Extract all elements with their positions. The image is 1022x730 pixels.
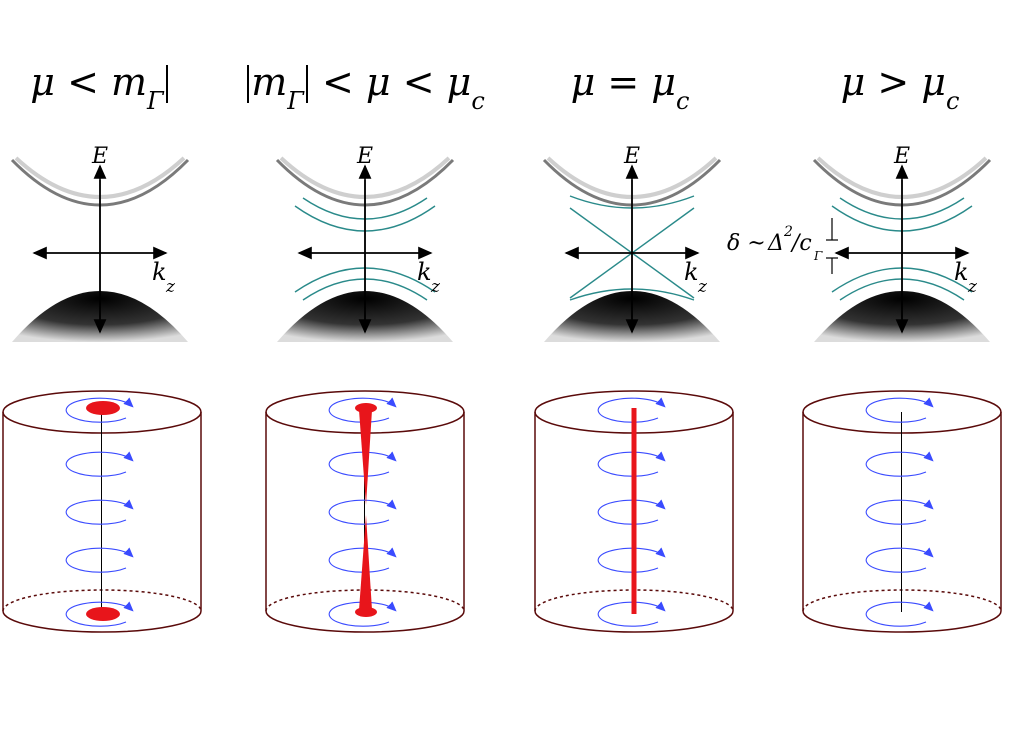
circulation-loop <box>597 601 666 627</box>
energy-axis-label: E <box>356 144 373 169</box>
band-diagram-p3: Ekz <box>542 144 722 342</box>
title-m-sub: Γ <box>147 87 164 115</box>
title-relation-2: < μ < <box>309 60 447 104</box>
title-mu: μ <box>651 60 676 104</box>
circulation-arc <box>328 451 397 477</box>
circulation-arc <box>597 499 666 525</box>
circulation-loop <box>328 451 397 477</box>
circulation-arc <box>865 547 934 573</box>
vortex-cylinder-p4 <box>802 390 1002 633</box>
vortex-cylinder-p1 <box>2 390 202 633</box>
title-mu-sub: c <box>471 87 485 115</box>
vortex-core-bottom <box>86 607 120 621</box>
gap-delta: δ ~ <box>727 231 766 256</box>
circulation-loop <box>328 499 397 525</box>
title-m-sub: Γ <box>287 87 304 115</box>
circulation-loop <box>597 547 666 573</box>
gap-sub: Γ <box>813 249 823 263</box>
vortex-cylinder-p2 <box>265 390 465 633</box>
vortex-cylinder-p3 <box>534 390 734 633</box>
circulation-arc <box>65 397 134 423</box>
circulation-arc <box>65 499 134 525</box>
energy-axis-label: E <box>91 144 108 169</box>
circulation-loop <box>65 499 134 525</box>
momentum-axis-sub: z <box>430 277 441 297</box>
circulation-loop <box>597 397 666 423</box>
circulation-arc <box>597 547 666 573</box>
vortex-core-lower-cone <box>359 515 372 610</box>
energy-axis-label: E <box>623 144 640 169</box>
abs-bar <box>305 65 308 103</box>
circulation-loop <box>65 397 134 423</box>
circulation-arc <box>865 451 934 477</box>
title-relation: μ > <box>840 60 922 104</box>
title-mu-sub: c <box>675 87 690 115</box>
circulation-arc <box>328 499 397 525</box>
circulation-loop <box>597 499 666 525</box>
circulation-arc <box>597 397 666 423</box>
circulation-arc <box>865 601 934 627</box>
panel-title-p1: μ < mΓ <box>10 60 190 120</box>
title-mu: μ <box>921 60 946 104</box>
vortex-core-upper-cone <box>359 410 372 505</box>
cylinder-bottom-front <box>2 610 202 633</box>
circulation-arc <box>597 451 666 477</box>
circulation-loop <box>865 601 934 627</box>
circulation-arc <box>865 499 934 525</box>
cylinder-bottom-front <box>534 610 734 633</box>
momentum-axis-label: k <box>417 258 432 286</box>
momentum-axis-label: k <box>954 258 969 286</box>
abs-bar <box>247 65 250 103</box>
circulation-loop <box>597 451 666 477</box>
circulation-arc <box>597 601 666 627</box>
momentum-axis-label: k <box>684 258 699 286</box>
circulation-loop <box>865 499 934 525</box>
circulation-loop <box>328 601 397 627</box>
momentum-axis-sub: z <box>697 277 708 297</box>
energy-axis-label: E <box>893 144 910 169</box>
circulation-arc <box>65 547 134 573</box>
panel-title-p4: μ > μc <box>810 60 990 120</box>
title-mu: μ <box>446 60 472 104</box>
circulation-arc <box>65 601 134 627</box>
circulation-loop <box>65 451 134 477</box>
momentum-axis-sub: z <box>967 277 978 297</box>
panel-title-p2: mΓ < μ < μc <box>240 60 490 120</box>
circulation-loop <box>865 397 934 423</box>
band-diagram-p2: Ekz <box>275 144 455 342</box>
vortex-core-top <box>86 401 120 415</box>
band-diagram-p4: Ekz <box>812 144 992 342</box>
momentum-axis-label: k <box>152 258 167 286</box>
circulation-loop <box>65 601 134 627</box>
gap-slash: /c <box>790 231 812 256</box>
circulation-arc <box>328 601 397 627</box>
band-diagram-p1: Ekz <box>10 144 190 342</box>
title-relation: μ = <box>570 60 652 104</box>
cylinder-bottom-front <box>802 610 1002 633</box>
circulation-loop <box>865 451 934 477</box>
abs-bar <box>165 65 168 103</box>
title-m: m <box>111 60 148 104</box>
gap-Delta: Δ <box>767 231 784 256</box>
circulation-loop <box>65 547 134 573</box>
title-m: m <box>251 60 288 104</box>
circulation-arc <box>65 451 134 477</box>
momentum-axis-sub: z <box>165 277 176 297</box>
title-mu-sub: c <box>945 87 960 115</box>
panel-title-p3: μ = μc <box>540 60 720 120</box>
gap-sup: 2 <box>783 224 793 240</box>
title-relation: μ < <box>30 60 111 104</box>
cylinder-bottom-front <box>265 610 465 633</box>
circulation-loop <box>865 547 934 573</box>
circulation-arc <box>865 397 934 423</box>
